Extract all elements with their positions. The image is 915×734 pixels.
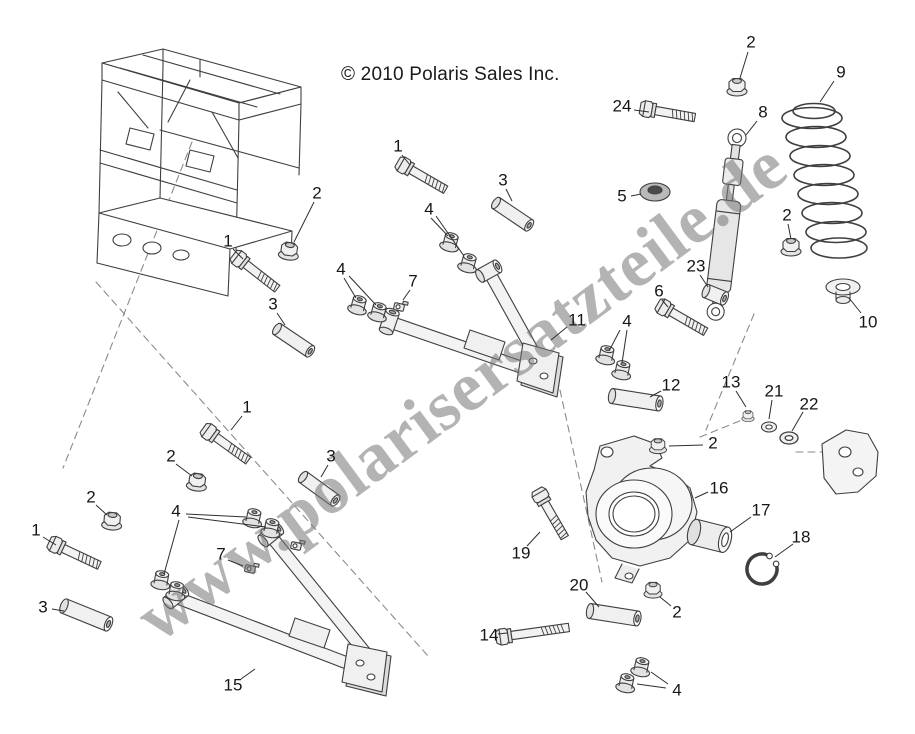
copyright-text: © 2010 Polaris Sales Inc. — [341, 64, 560, 85]
rear-knuckle — [585, 435, 698, 584]
upper-a-arm — [377, 258, 564, 398]
washers — [760, 421, 799, 445]
coil-spring — [781, 102, 868, 259]
caliper-bracket — [821, 429, 879, 495]
shock-bushing — [639, 182, 671, 202]
frame-assembly — [96, 48, 302, 297]
bolts — [45, 99, 711, 647]
bushings — [149, 230, 653, 695]
alignment-lines — [62, 141, 823, 657]
knuckle-bushing — [686, 518, 733, 553]
snap-ring — [745, 552, 780, 586]
lower-a-arm — [160, 520, 392, 697]
spring-retainer — [825, 278, 861, 305]
